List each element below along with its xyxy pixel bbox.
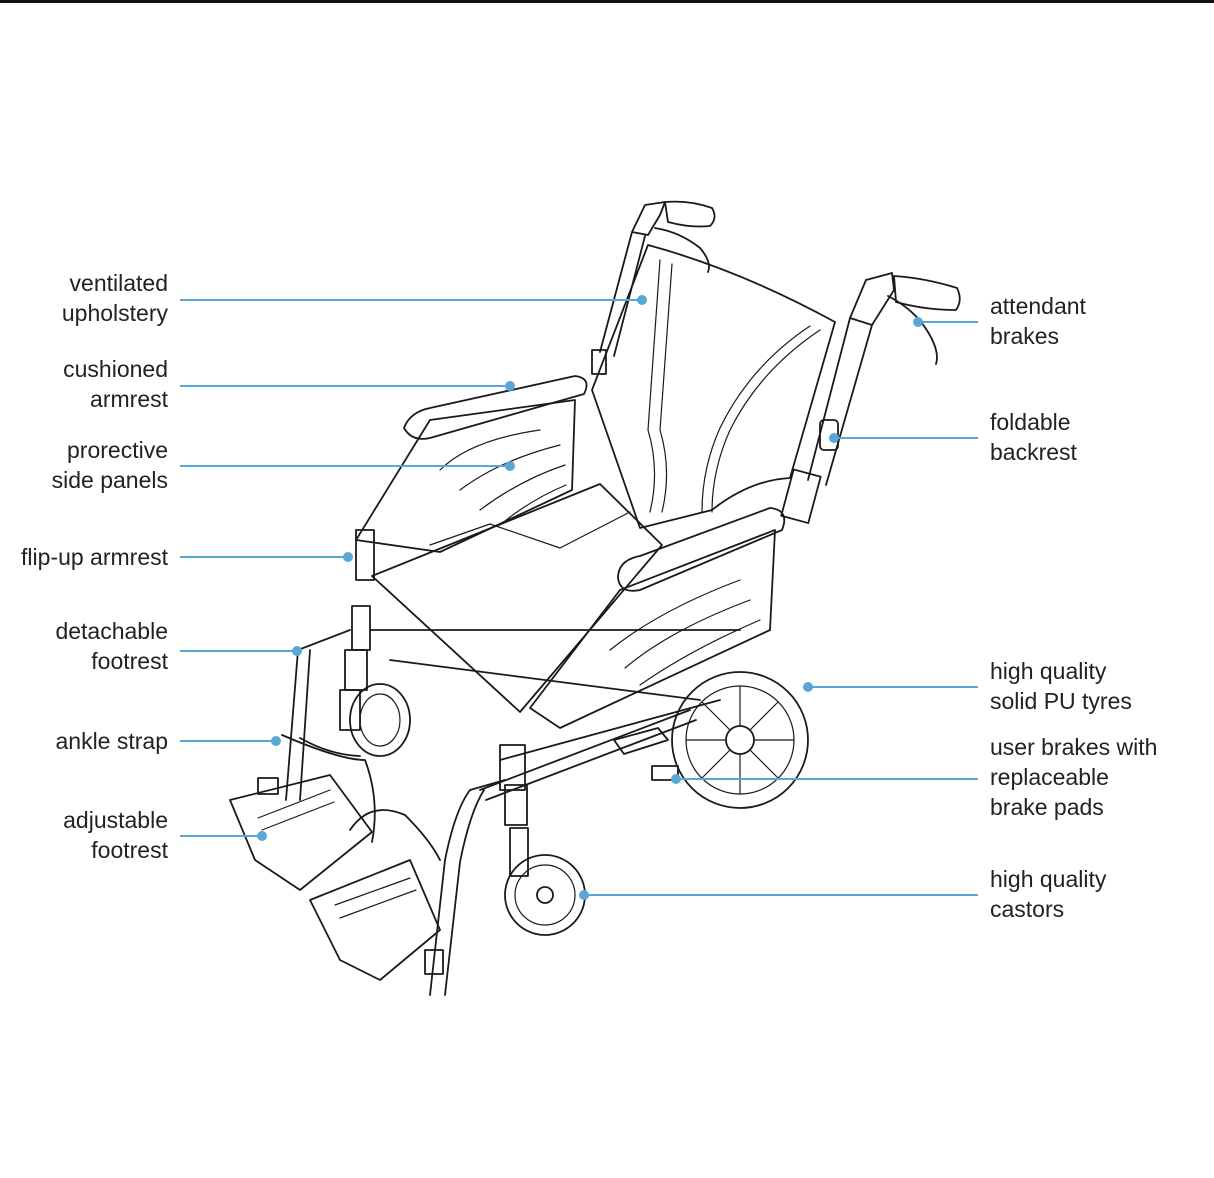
right-brake-lever: [887, 295, 938, 365]
label-cushioned-armrest: cushioned armrest: [63, 356, 168, 412]
label-detachable-footrest: detachable footrest: [55, 618, 168, 674]
left-armrest-pad: [403, 375, 588, 440]
top-border: [0, 0, 1214, 3]
right-footrest-hanger: [429, 779, 506, 996]
right-handle-grip: [893, 275, 961, 311]
dot-solid-tyres: [803, 682, 813, 692]
label-ventilated-upholstery: ventilated upholstery: [61, 270, 168, 326]
dot-user-brakes: [671, 774, 681, 784]
front-castor-left: [349, 683, 411, 757]
label-attendant-brakes: attendant brakes: [990, 293, 1086, 349]
left-handle-grip: [664, 200, 716, 228]
left-push-handle: [631, 201, 666, 236]
right-push-handle: [849, 272, 895, 326]
label-foldable-backrest: foldable backrest: [990, 409, 1077, 465]
left-brake-lever: [654, 227, 710, 273]
backrest-panel: [591, 244, 836, 529]
left-side-panel: [355, 399, 576, 553]
dot-ventilated-upholstery: [637, 295, 647, 305]
frame-crossbar: [369, 629, 741, 761]
dot-flip-up-armrest: [343, 552, 353, 562]
backrest-hinge: [780, 468, 822, 524]
dot-ankle-strap: [271, 736, 281, 746]
front-castor-right: [504, 854, 586, 936]
left-footplate: [229, 774, 373, 891]
user-brake: [613, 727, 669, 755]
seat: [371, 483, 663, 713]
left-footrest-hanger: [285, 629, 351, 801]
label-flip-up-armrest: flip-up armrest: [21, 544, 168, 570]
back-post-right: [807, 317, 873, 486]
dot-attendant-brakes: [913, 317, 923, 327]
right-footplate: [309, 859, 441, 981]
label-protective-side-panels: prorective side panels: [51, 437, 168, 493]
dot-protective-side-panels: [505, 461, 515, 471]
wheelchair-illustration: [229, 200, 961, 996]
dot-castors: [579, 890, 589, 900]
right-side-panel: [529, 529, 776, 729]
flip-up-armrest-post: [355, 529, 375, 581]
dot-detachable-footrest: [292, 646, 302, 656]
label-solid-tyres: high quality solid PU tyres: [990, 658, 1132, 714]
dot-adjustable-footrest: [257, 831, 267, 841]
back-post-left: [599, 231, 646, 357]
right-armrest-pad: [617, 507, 786, 592]
dot-foldable-backrest: [829, 433, 839, 443]
ankle-strap: [281, 734, 376, 843]
label-user-brakes: user brakes with replaceable brake pads: [990, 734, 1158, 820]
callout-leaders: [180, 295, 978, 900]
rear-wheel: [671, 671, 809, 809]
label-ankle-strap: ankle strap: [55, 728, 168, 754]
dot-cushioned-armrest: [505, 381, 515, 391]
label-adjustable-footrest: adjustable footrest: [63, 807, 168, 863]
label-castors: high quality castors: [990, 866, 1107, 922]
